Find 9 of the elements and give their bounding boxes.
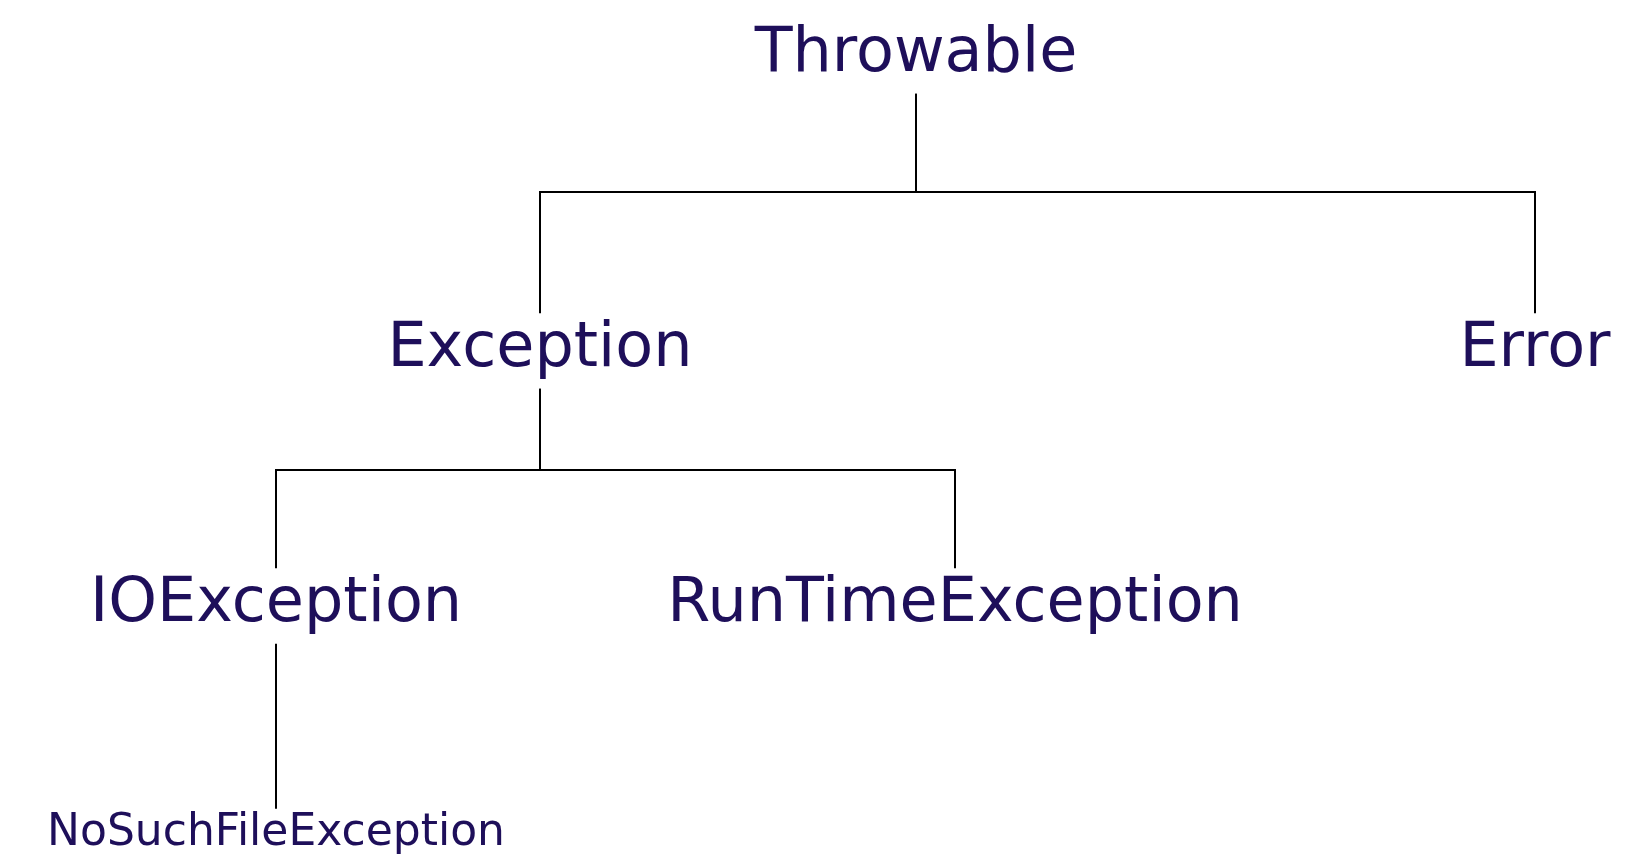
- connector-line: [275, 642, 277, 810]
- class-name: IOException: [89, 563, 463, 637]
- connector-line: [915, 92, 1536, 315]
- class-name: RunTimeException: [667, 563, 1243, 637]
- class-name: NoSuchFileException: [47, 803, 505, 855]
- class-name: Error: [1459, 308, 1611, 382]
- class-name: Throwable: [754, 13, 1078, 87]
- connector-line: [539, 387, 956, 570]
- class-name: Exception: [387, 308, 693, 382]
